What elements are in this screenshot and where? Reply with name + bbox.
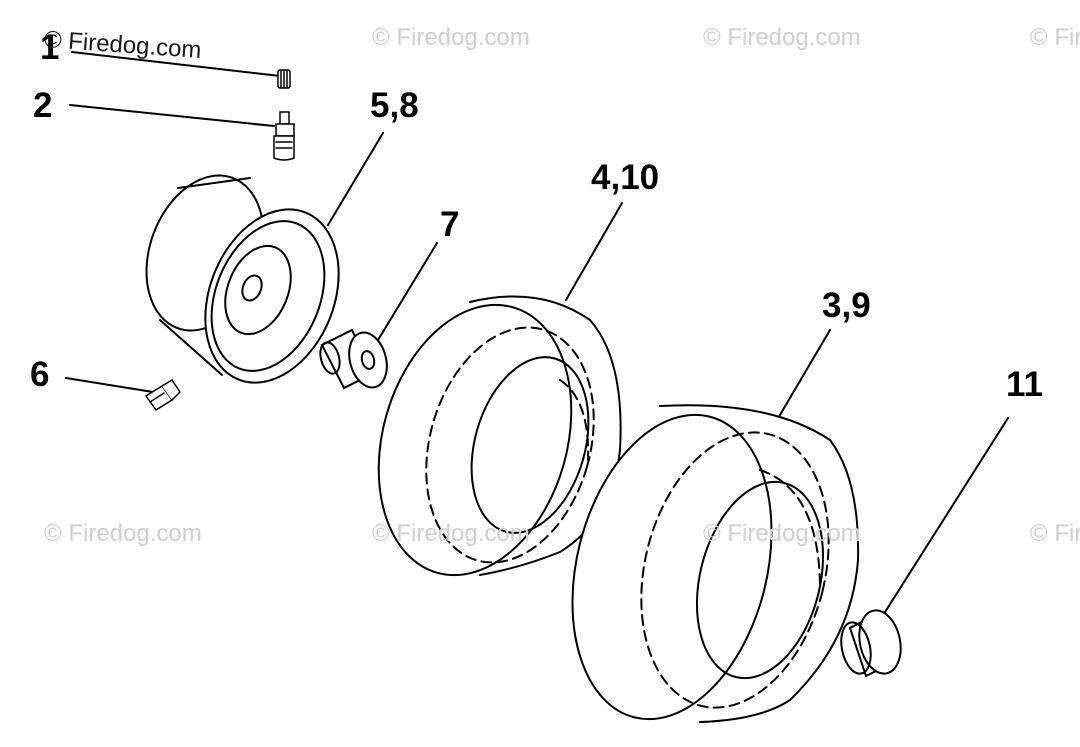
valve-stem-part [273,111,295,161]
callout-1: 1 [40,28,60,67]
bushing-part [319,328,388,390]
front-tire-part [377,295,622,577]
leader-6 [65,377,154,393]
leader-1 [71,51,281,77]
watermark-text: © Firedog.com [1030,24,1080,51]
callout-5-8: 5,8 [370,86,419,125]
callout-3-9: 3,9 [822,286,871,325]
watermark-text: © Firedog.com [1030,520,1080,547]
hub-cap-part [840,609,902,678]
watermark-text: © Firedog.com [44,520,202,547]
rear-tire-part [571,404,860,723]
callout-11: 11 [1006,365,1043,404]
callout-2: 2 [33,86,53,125]
valve-cap-part [277,69,291,89]
leader-410 [565,202,623,301]
leader-lines [65,51,1009,621]
leader-58 [327,132,384,226]
watermark-text: © Firedog.com [372,520,530,547]
watermark-text: © Firedog.com [703,520,861,547]
grease-fitting-part [144,378,181,412]
callout-6: 6 [30,355,50,394]
leader-11 [879,417,1009,621]
watermark-text: © Firedog.com [703,24,861,51]
wheel-rim-part [145,174,340,384]
leader-7 [377,242,438,341]
callout-4-10: 4,10 [591,158,660,197]
watermark-text: © Firedog.com [372,24,530,51]
callout-7: 7 [440,205,460,244]
leader-39 [776,329,831,421]
leader-2 [69,104,275,127]
